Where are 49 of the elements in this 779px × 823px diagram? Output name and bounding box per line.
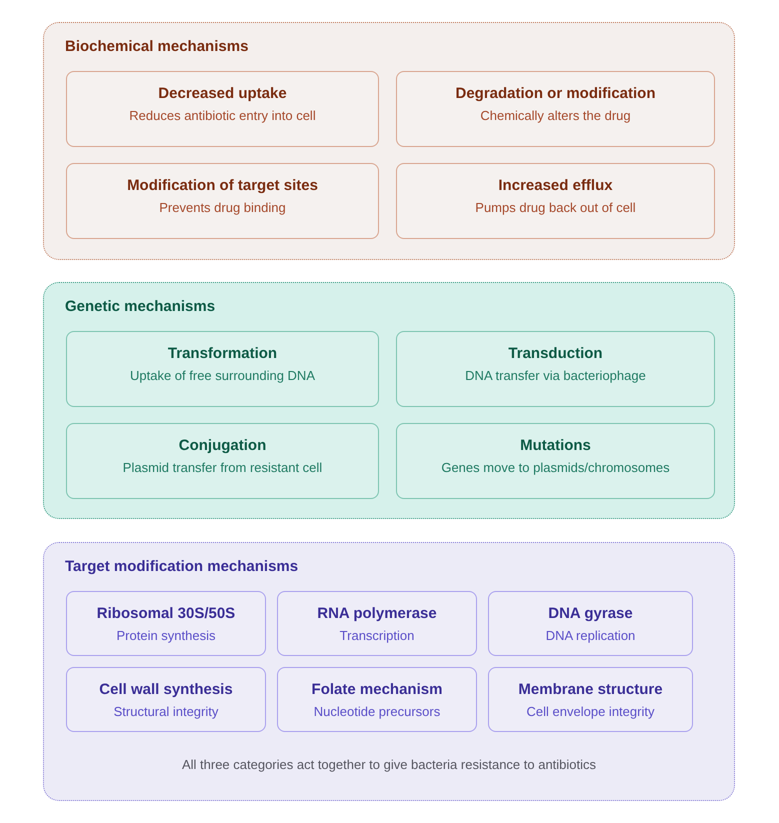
mechanism-card xyxy=(396,331,715,407)
card-title: Degradation or modification xyxy=(455,85,656,103)
card-description: Pumps drug back out of cell xyxy=(475,200,636,216)
card-title: Transduction xyxy=(508,345,603,363)
category-panel xyxy=(43,282,735,519)
card-title: Conjugation xyxy=(178,437,266,455)
card-description: Nucleotide precursors xyxy=(314,704,440,720)
card-title: Ribosomal 30S/50S xyxy=(96,605,236,623)
mechanism-card xyxy=(66,71,379,147)
card-description: Transcription xyxy=(340,628,414,644)
panel-heading: Biochemical mechanisms xyxy=(65,38,248,56)
card-description: Cell envelope integrity xyxy=(526,704,654,720)
mechanism-card xyxy=(277,667,477,732)
card-description: Protein synthesis xyxy=(116,628,216,644)
panel-heading: Target modification mechanisms xyxy=(65,558,298,576)
card-description: DNA transfer via bacteriophage xyxy=(465,368,646,384)
mechanism-card xyxy=(66,667,266,732)
mechanism-card xyxy=(396,163,715,239)
mechanism-card xyxy=(66,591,266,656)
card-title: Modification of target sites xyxy=(127,177,318,195)
category-panel xyxy=(43,22,735,260)
mechanism-card xyxy=(396,423,715,499)
card-title: Cell wall synthesis xyxy=(99,681,233,699)
card-title: DNA gyrase xyxy=(548,605,633,623)
mechanism-card xyxy=(488,667,693,732)
card-title: Folate mechanism xyxy=(312,681,442,699)
panel-heading: Genetic mechanisms xyxy=(65,298,216,316)
card-description: Reduces antibiotic entry into cell xyxy=(129,108,316,124)
card-title: Transformation xyxy=(168,345,278,363)
mechanism-card xyxy=(66,331,379,407)
card-title: Decreased uptake xyxy=(158,85,287,103)
card-title: Membrane structure xyxy=(518,681,663,699)
category-panel xyxy=(43,542,735,801)
card-description: Plasmid transfer from resistant cell xyxy=(122,460,322,476)
card-description: DNA replication xyxy=(546,628,636,644)
card-title: RNA polymerase xyxy=(317,605,437,623)
mechanism-card xyxy=(66,423,379,499)
mechanism-card xyxy=(277,591,477,656)
mechanism-card xyxy=(396,71,715,147)
card-description: Structural integrity xyxy=(114,704,218,720)
card-description: Chemically alters the drug xyxy=(480,108,631,124)
card-title: Increased efflux xyxy=(498,177,613,195)
card-description: Uptake of free surrounding DNA xyxy=(130,368,315,384)
card-title: Mutations xyxy=(520,437,591,455)
card-description: Genes move to plasmids/chromosomes xyxy=(441,460,670,476)
summary-note: All three categories act together to give bacteria resistance to antibiotics xyxy=(182,757,596,772)
mechanism-card xyxy=(488,591,693,656)
card-description: Prevents drug binding xyxy=(159,200,286,216)
mechanism-card xyxy=(66,163,379,239)
